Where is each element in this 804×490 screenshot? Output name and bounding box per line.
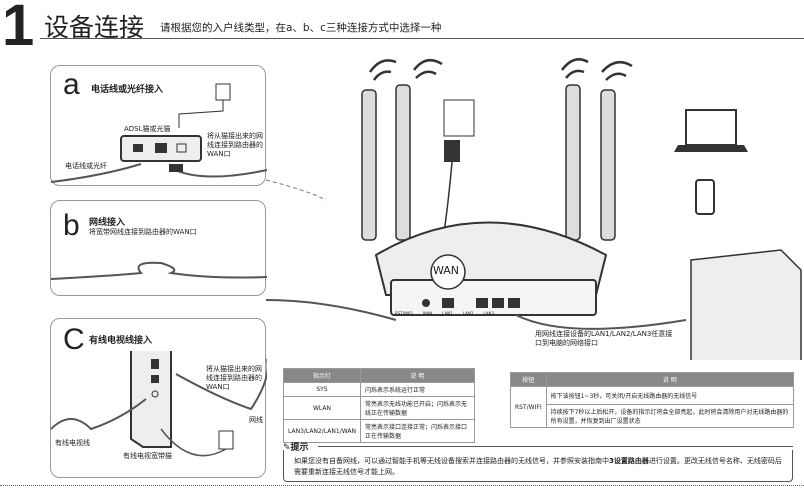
cable-modem-illustration — [51, 351, 267, 457]
port-label: LAN3 — [483, 311, 494, 316]
port-label: WAN — [422, 311, 433, 316]
laptop-icon — [685, 109, 737, 146]
computer-icon — [690, 249, 802, 360]
port-labels: RST/WIFI WAN LAN1 LAN2 LAN3 — [395, 311, 494, 316]
column-header: 说 明 — [545, 372, 795, 387]
panel-title: 有线电视线接入 — [89, 336, 153, 346]
ethernet-cable-illustration — [51, 261, 267, 280]
panel-b: b 网线接入 将宽带网线连接到路由器的WAN口 — [50, 200, 267, 296]
wan-callout: WAN — [433, 264, 460, 277]
wifi-signal-icon — [368, 58, 633, 81]
panel-letter: a — [63, 68, 80, 101]
panel-title: 电话线或光纤接入 — [91, 85, 164, 95]
port-label: LAN1 — [442, 311, 453, 316]
panel-letter: b — [63, 209, 80, 242]
instruction: 将宽带网线连接到路由器的WAN口 — [89, 228, 197, 236]
tip-box: 如果您没有自备网线，可以通过智能手机等无线设备搜索并连接路由器的无线信号，并参照… — [283, 450, 793, 482]
lan-instruction: 用网线连接设备的LAN1/LAN2/LAN3任意接口到电脑的网络接口 — [535, 330, 673, 348]
column-header: 指示灯 — [283, 368, 361, 383]
instruction: 将从猫接出来的网线连接到路由器的WAN口 — [206, 365, 262, 392]
page-title: 设备连接 — [44, 13, 145, 42]
panel-title: 网线接入 — [89, 218, 126, 228]
line-label: 电话线或光纤 — [65, 162, 107, 170]
panel-letter: C — [63, 323, 85, 356]
cable-label: 网线 — [249, 416, 263, 424]
tip-heading: ✎提示 — [283, 443, 309, 453]
instruction: 将从猫接出来的网线连接到路由器的WAN口 — [207, 132, 263, 159]
tv-modem-label: 有线电视宽带猫 — [123, 452, 172, 460]
power-outlet-icon — [443, 99, 475, 137]
port-label: LAN2 — [462, 311, 474, 316]
page-subtitle: 请根据您的入户线类型，在a、b、c三种连接方式中选择一种 — [160, 22, 442, 34]
step-number: 1 — [2, 0, 35, 58]
antenna-left — [361, 84, 616, 241]
tv-line-label: 有线电视线 — [55, 439, 90, 447]
modem-label: ADSL猫或光猫 — [124, 125, 171, 133]
router-illustration — [266, 58, 802, 360]
power-adapter-icon — [444, 140, 460, 162]
column-header: 说 明 — [359, 368, 476, 383]
panel-a: a 电话线或光纤接入 ADSL猫或光猫 将从猫接出来的网线连接到路由器的WAN口… — [50, 65, 267, 186]
tip-divider — [318, 446, 793, 447]
table-row: 持续按下7秒以上后松开，设备的指示灯将会全部亮起，此时将会清除用户对无线路由器的… — [511, 404, 795, 428]
phone-icon — [695, 179, 715, 215]
modem-illustration — [51, 83, 267, 183]
page-divider — [0, 485, 804, 486]
note-icon: ✎ — [283, 443, 291, 453]
panel-c: C 有线电视线接入 将从猫接出来的网线连接到路由器的WAN口 网线 有线电视线 … — [50, 318, 267, 478]
port-label: RST/WIFI — [395, 311, 413, 316]
column-header: 按钮 — [510, 372, 547, 387]
header-divider — [40, 38, 804, 39]
